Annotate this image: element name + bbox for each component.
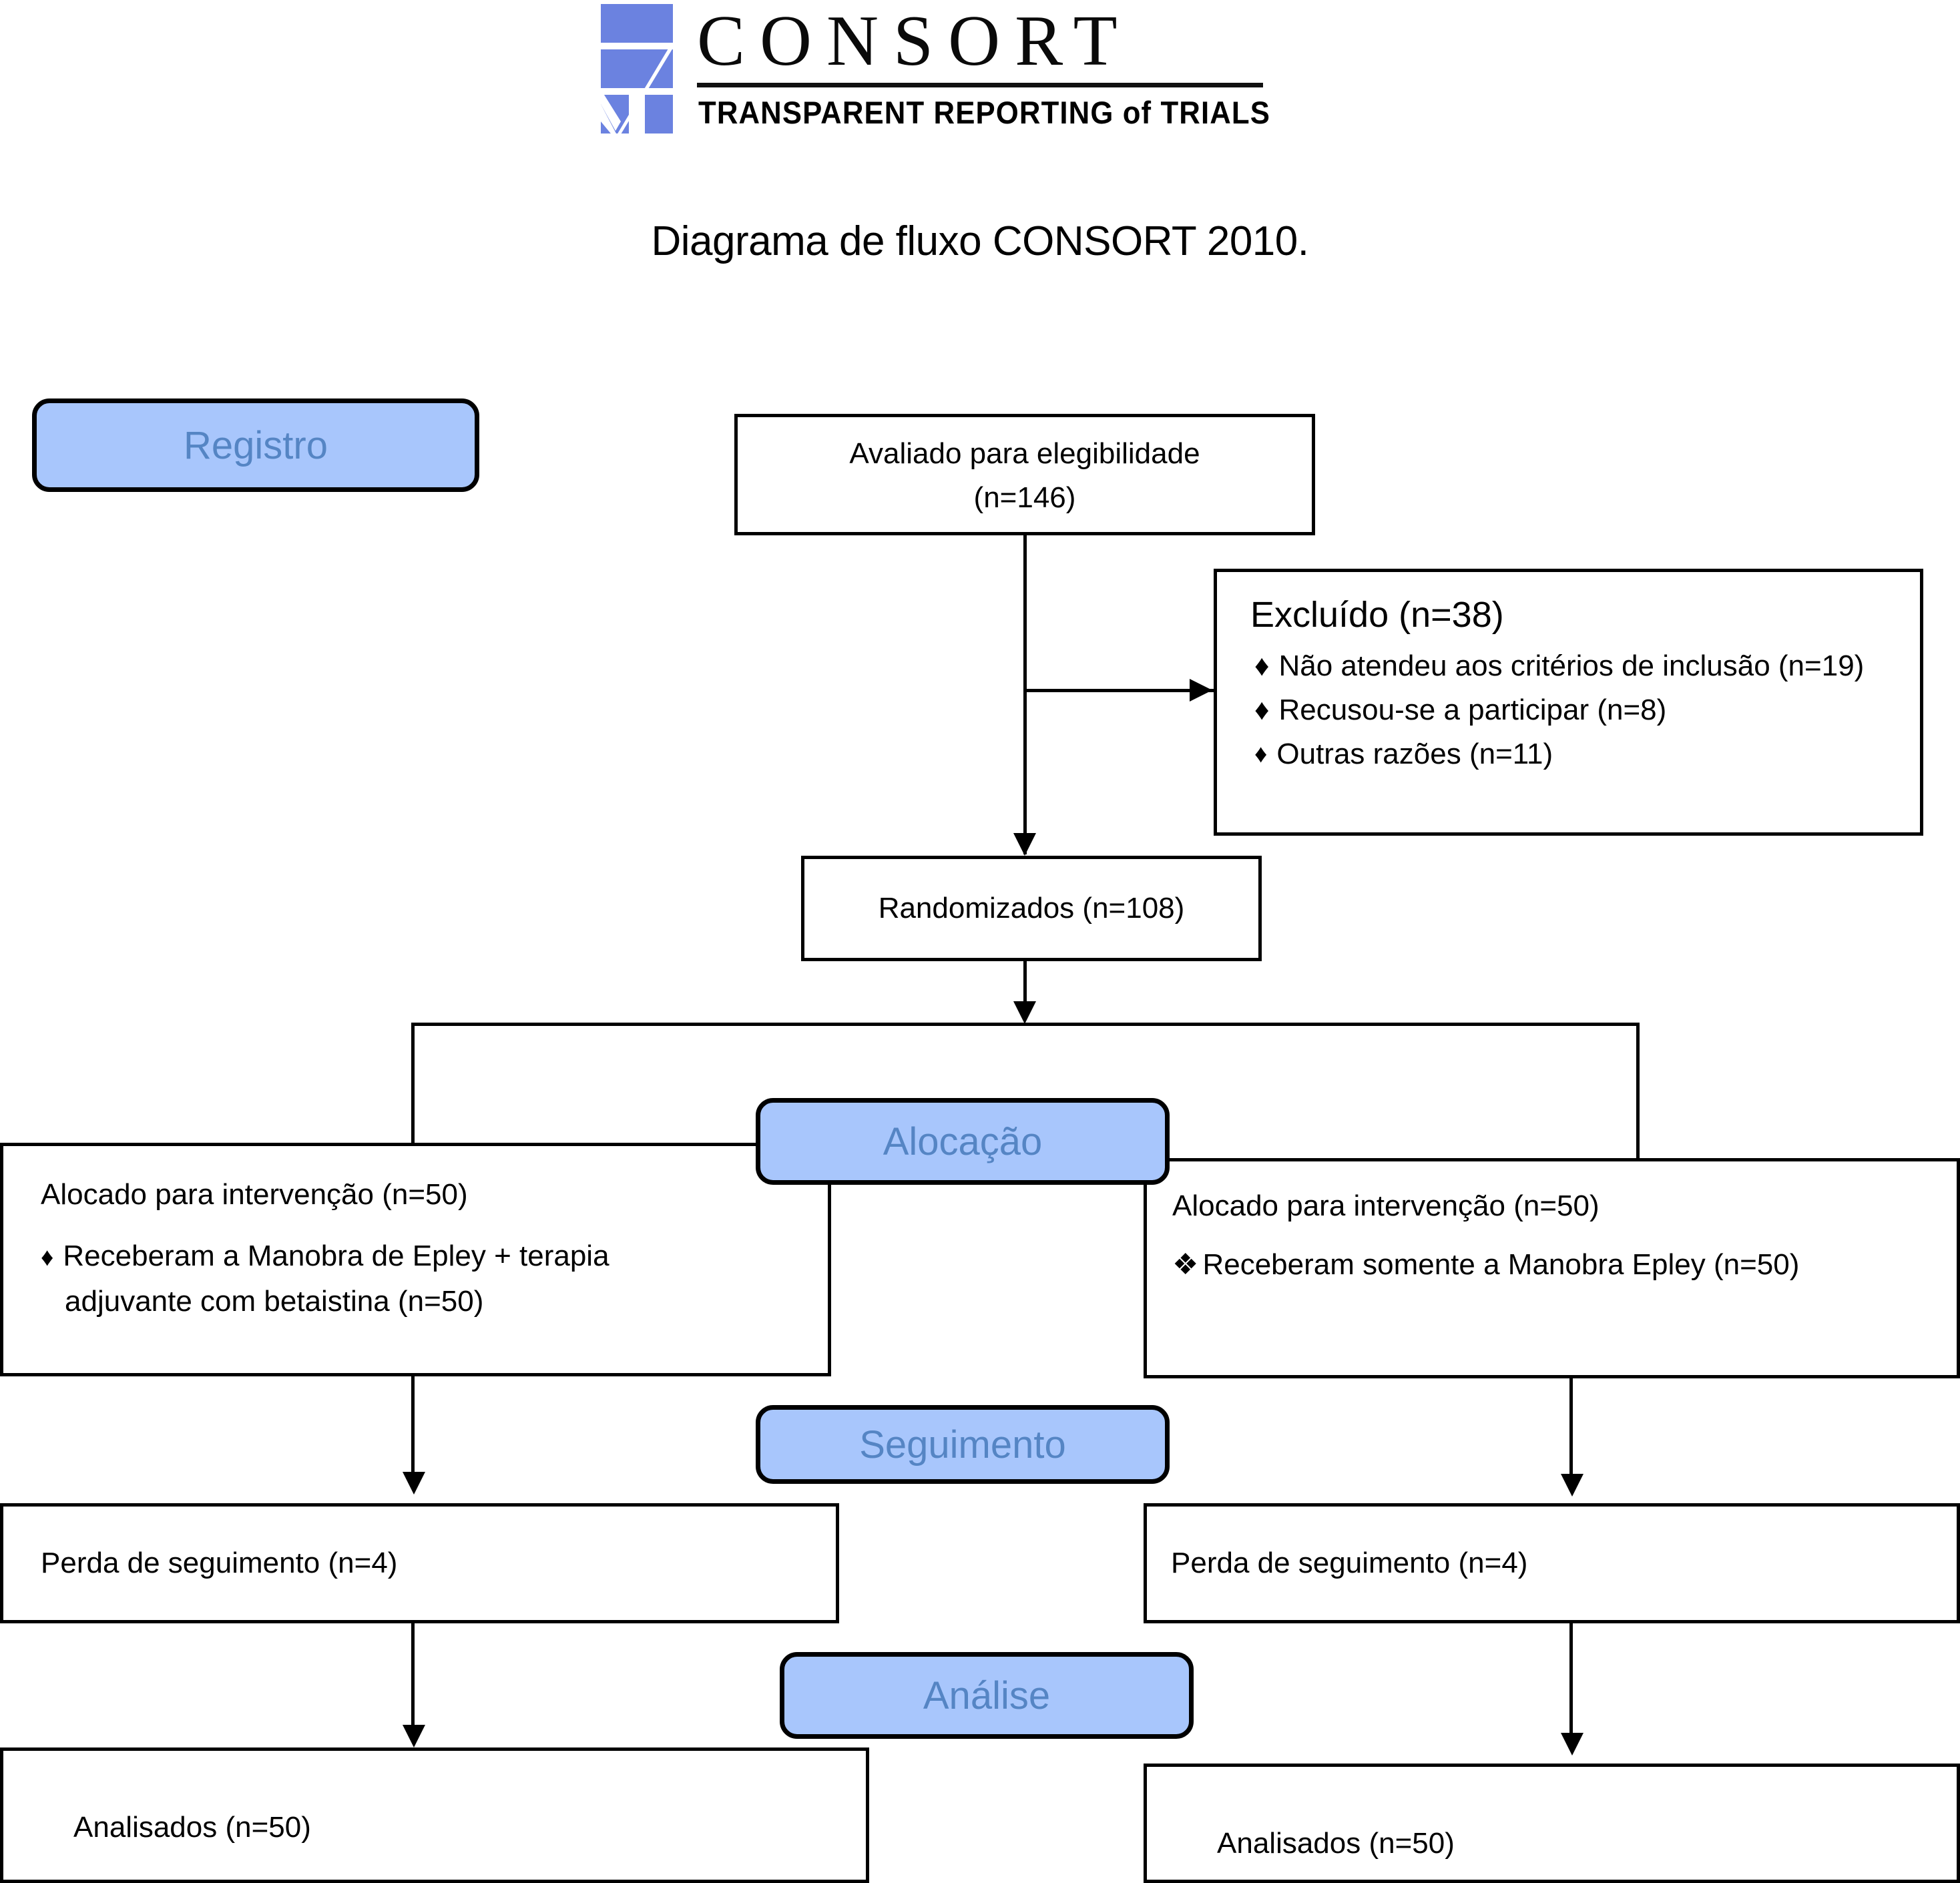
figure-title: Diagrama de fluxo CONSORT 2010. — [651, 218, 1309, 264]
excluded-title: Excluído (n=38) — [1250, 595, 1504, 635]
node-randomized: Randomizados (n=108) — [801, 856, 1262, 961]
connector-followup-right-to-analysis — [1569, 1623, 1573, 1735]
node-excluded: Excluído (n=38) ♦ Não atendeu aos critér… — [1214, 569, 1923, 836]
connector-alloc-right-to-followup — [1569, 1378, 1573, 1478]
arrow-followup-right-to-analysis — [1561, 1733, 1583, 1756]
list-item: ♦ Recusou-se a participar (n=8) — [1254, 688, 1905, 732]
excluded-reason-3: Outras razões (n=11) — [1276, 738, 1553, 770]
double-diamond-bullet-icon: ❖ — [1172, 1248, 1199, 1281]
connector-alloc-left-to-followup — [411, 1376, 415, 1476]
node-followup-right: Perda de seguimento (n=4) — [1144, 1503, 1960, 1623]
node-analysis-left: Analisados (n=50) — [0, 1747, 869, 1883]
arrow-followup-left-to-analysis — [403, 1725, 425, 1747]
consort-tagline: TRANSPARENT REPORTING of TRIALS — [698, 95, 1270, 130]
consort-divider-rule — [697, 83, 1263, 87]
alloc-right-detail-list: ❖ Receberam somente a Manobra Epley (n=5… — [1172, 1243, 1943, 1287]
assessed-line-2: (n=146) — [973, 481, 1076, 514]
alloc-left-detail-list: ♦Receberam a Manobra de Epley + terapia … — [41, 1234, 814, 1324]
banner-alocacao-label: Alocação — [883, 1119, 1043, 1163]
randomized-line-1: Randomizados (n=108) — [878, 892, 1185, 924]
diamond-bullet-icon: ♦ — [1254, 694, 1270, 726]
arrow-alloc-right-to-followup — [1561, 1474, 1583, 1497]
diamond-bullet-icon: ♦ — [41, 1244, 54, 1272]
banner-seguimento-label: Seguimento — [859, 1422, 1066, 1466]
node-analysis-right: Analisados (n=50) — [1144, 1764, 1960, 1883]
followup-left-line-1: Perda de seguimento (n=4) — [41, 1547, 398, 1579]
banner-registro: Registro — [32, 398, 479, 492]
arrow-trunk-to-excluded — [1190, 679, 1212, 702]
diamond-bullet-icon: ♦ — [1254, 649, 1270, 682]
connector-split-right-drop — [1636, 1023, 1640, 1243]
consort-wordmark-text: CONSORT — [697, 1, 1132, 81]
node-assessed-eligibility: Avaliado para elegibilidade (n=146) — [734, 414, 1315, 535]
banner-seguimento: Seguimento — [756, 1405, 1170, 1484]
banner-alocacao: Alocação — [756, 1098, 1170, 1185]
connector-split-bar — [411, 1023, 1640, 1026]
alloc-left-line-1: Alocado para intervenção (n=50) — [41, 1178, 468, 1211]
list-item: ♦Receberam a Manobra de Epley + terapia … — [41, 1234, 814, 1324]
banner-registro-label: Registro — [184, 423, 328, 467]
node-followup-left: Perda de seguimento (n=4) — [0, 1503, 839, 1623]
connector-followup-left-to-analysis — [411, 1623, 415, 1730]
connector-randomized-down — [1023, 961, 1027, 1007]
connector-assessed-to-randomized — [1023, 535, 1027, 854]
consort-logo-mark — [601, 4, 673, 141]
excluded-reason-2: Recusou-se a participar (n=8) — [1278, 694, 1667, 726]
analysis-right-line-1: Analisados (n=50) — [1217, 1827, 1455, 1860]
alloc-left-detail-line-1: Receberam a Manobra de Epley + terapia — [63, 1240, 609, 1272]
banner-analise-label: Análise — [923, 1673, 1051, 1717]
arrow-alloc-left-to-followup — [403, 1472, 425, 1495]
consort-wordmark: CONSORT TRANSPARENT REPORTING of TRIALS — [694, 1, 1322, 132]
excluded-reason-1: Não atendeu aos critérios de inclusão (n… — [1278, 649, 1865, 682]
banner-analise: Análise — [780, 1652, 1194, 1739]
list-item: ♦ Não atendeu aos critérios de inclusão … — [1254, 644, 1905, 688]
list-item: ❖ Receberam somente a Manobra Epley (n=5… — [1172, 1243, 1943, 1287]
diamond-bullet-icon: ♦ — [1254, 740, 1268, 768]
arrow-randomized-split — [1013, 1001, 1036, 1024]
list-item: ♦ Outras razões (n=11) — [1254, 732, 1905, 776]
node-allocation-right: Alocado para intervenção (n=50) ❖ Recebe… — [1144, 1158, 1960, 1378]
consort-logo: CONSORT TRANSPARENT REPORTING of TRIALS — [601, 1, 1322, 148]
connector-split-left-drop — [411, 1023, 415, 1243]
alloc-right-detail-line-1: Receberam somente a Manobra Epley (n=50) — [1202, 1248, 1800, 1281]
followup-right-line-1: Perda de seguimento (n=4) — [1171, 1547, 1528, 1579]
arrow-assessed-to-randomized — [1013, 833, 1036, 856]
assessed-line-1: Avaliado para elegibilidade — [849, 437, 1200, 470]
alloc-left-detail-line-2: adjuvante com betaistina (n=50) — [65, 1285, 484, 1318]
alloc-right-line-1: Alocado para intervenção (n=50) — [1172, 1189, 1600, 1222]
excluded-reason-list: ♦ Não atendeu aos critérios de inclusão … — [1254, 644, 1905, 776]
analysis-left-line-1: Analisados (n=50) — [73, 1811, 311, 1844]
connector-trunk-to-excluded — [1023, 689, 1214, 692]
node-allocation-left: Alocado para intervenção (n=50) ♦ Receber… — [0, 1143, 831, 1376]
